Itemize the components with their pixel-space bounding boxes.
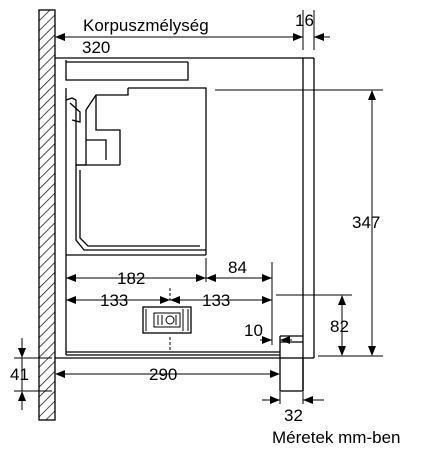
wall (38, 9, 56, 421)
units-note: Méretek mm-ben (272, 428, 400, 447)
dim-133-left: 133 (100, 291, 128, 310)
dim-133-right: 133 (202, 291, 230, 310)
dim-320: 320 (82, 38, 110, 57)
dim-41: 41 (10, 365, 29, 384)
extension-lines (14, 10, 383, 404)
dim-347: 347 (352, 213, 380, 232)
depth-title: Korpuszmélység (83, 16, 209, 35)
hood-unit (65, 60, 280, 356)
front-block (279, 335, 304, 392)
cabinet-body (55, 57, 315, 359)
dim-290: 290 (149, 365, 177, 384)
dimension-lines (18, 33, 376, 410)
dim-32: 32 (284, 406, 303, 425)
dim-182: 182 (117, 269, 145, 288)
dim-82: 82 (330, 317, 349, 336)
dim-84: 84 (228, 258, 247, 277)
motor-connector (142, 288, 192, 350)
dim-16: 16 (295, 11, 314, 30)
dim-10: 10 (244, 321, 263, 340)
